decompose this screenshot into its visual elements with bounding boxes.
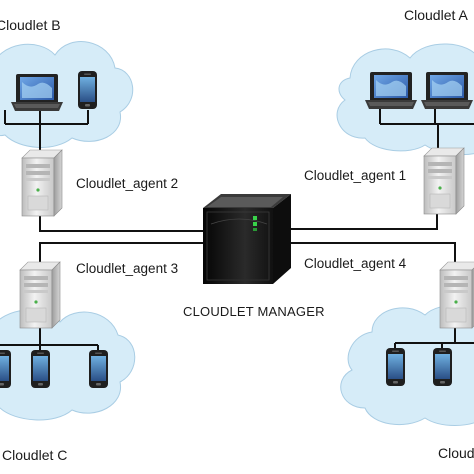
phone-icon (433, 348, 452, 386)
cloudlet-label: Cloudlet C (2, 447, 67, 463)
cloud-c (0, 309, 136, 421)
manager-label: CLOUDLET MANAGER (183, 304, 325, 319)
laptop-icon (421, 72, 473, 109)
server-tower-icon (203, 194, 291, 284)
agent-server-icon (19, 261, 61, 329)
cloud-b (0, 41, 134, 148)
laptop-icon (11, 74, 63, 111)
phone-icon (386, 348, 405, 386)
network-links (0, 108, 474, 352)
agent-label: Cloudlet_agent 2 (76, 176, 178, 191)
cloudlet-label: Cloudlet C (438, 445, 474, 461)
phone-icon (78, 71, 97, 109)
agent-label: Cloudlet_agent 4 (304, 256, 407, 271)
cloudlet-label: Cloudlet A (404, 7, 468, 23)
laptop-icon (365, 72, 417, 109)
agent-label: Cloudlet_agent 1 (304, 168, 406, 183)
phone-icon (89, 350, 108, 388)
agent-server-icon (21, 149, 63, 217)
phone-icon (31, 350, 50, 388)
agent-server-icon (439, 261, 474, 329)
agent-label: Cloudlet_agent 3 (76, 261, 178, 276)
cloud-d (340, 305, 474, 426)
phone-icon (0, 350, 11, 388)
agent-server-icon (423, 147, 465, 215)
cloudlet-label: Cloudlet B (0, 17, 61, 33)
